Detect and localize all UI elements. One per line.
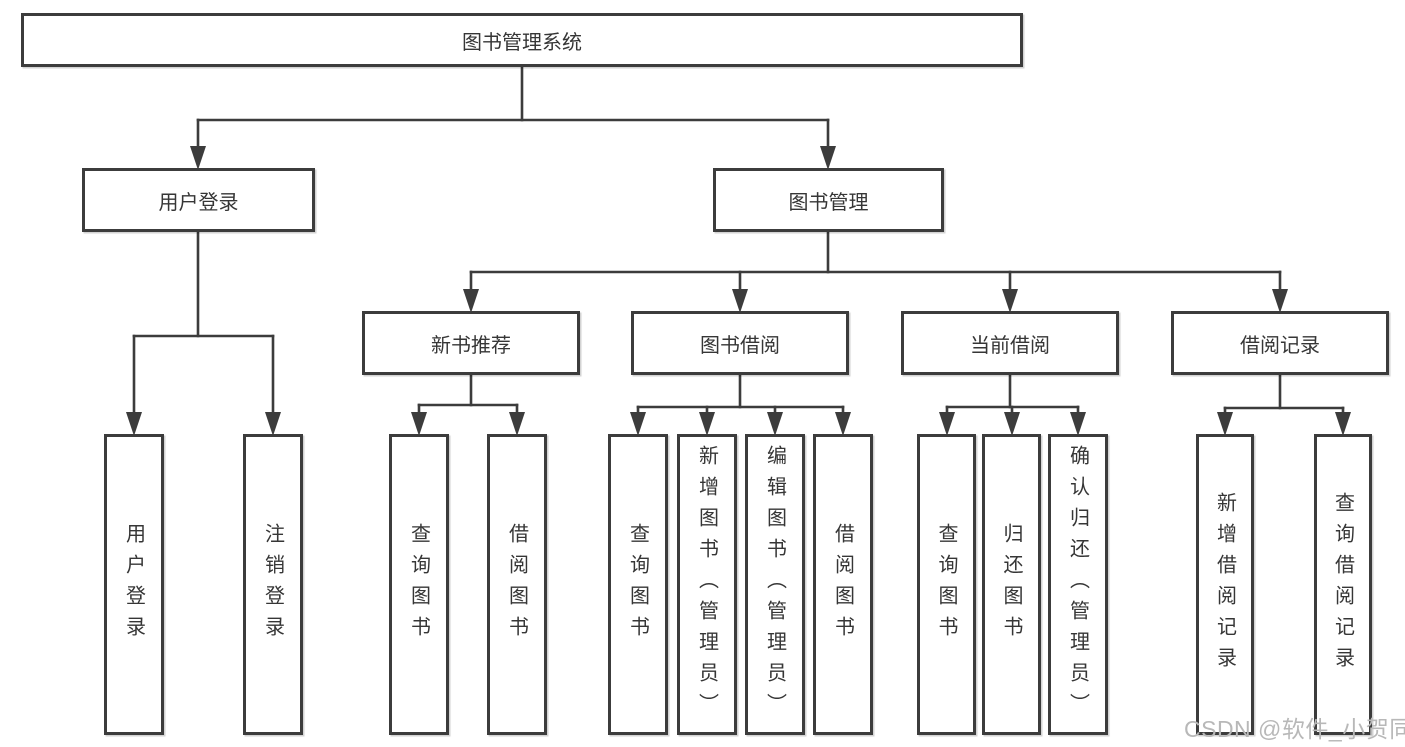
leaf-query-books-recommend-label: 查询图书	[407, 522, 430, 647]
node-user-login-label: 用户登录	[158, 191, 239, 214]
connector-current-borrow	[939, 373, 1086, 436]
arrowhead-down-icon	[1002, 289, 1018, 313]
leaf-edit-books-admin: 编辑图书（管理员）	[745, 434, 805, 735]
arrowhead-down-icon	[630, 412, 646, 436]
connector-book-management	[463, 230, 1288, 313]
arrowhead-down-icon	[699, 412, 715, 436]
node-book-management: 图书管理	[713, 168, 944, 232]
connector-root	[190, 65, 836, 170]
leaf-edit-books-admin-label: 编辑图书（管理员）	[763, 445, 786, 724]
leaf-add-books-admin: 新增图书（管理员）	[677, 434, 737, 735]
node-current-borrowing: 当前借阅	[901, 311, 1119, 375]
node-borrowing-records: 借阅记录	[1171, 311, 1389, 375]
arrowhead-down-icon	[1217, 412, 1233, 436]
node-current-borrowing-label: 当前借阅	[970, 334, 1050, 357]
node-library-management-system: 图书管理系统	[21, 13, 1023, 67]
leaf-query-books-current: 查询图书	[917, 434, 976, 735]
leaf-return-books-label: 归还图书	[1000, 522, 1022, 647]
arrowhead-down-icon	[265, 412, 281, 436]
connector-new-book-rec	[411, 373, 525, 436]
node-book-management-label: 图书管理	[788, 191, 869, 214]
leaf-borrow-books-recommend-label: 借阅图书	[505, 522, 528, 647]
connector-user-login	[126, 230, 281, 436]
leaf-add-books-admin-label: 新增图书（管理员）	[695, 445, 718, 724]
arrowhead-down-icon	[1004, 412, 1020, 436]
node-new-book-recommendation-label: 新书推荐	[431, 334, 511, 357]
node-library-management-system-label: 图书管理系统	[462, 31, 582, 54]
arrowhead-down-icon	[190, 146, 206, 170]
arrowhead-down-icon	[767, 412, 783, 436]
arrowhead-down-icon	[411, 412, 427, 436]
node-user-login: 用户登录	[82, 168, 315, 232]
leaf-logout: 注销登录	[243, 434, 303, 735]
connector-book-borrowing	[630, 373, 851, 436]
leaf-return-books: 归还图书	[982, 434, 1041, 735]
arrowhead-down-icon	[1070, 412, 1086, 436]
arrowhead-down-icon	[939, 412, 955, 436]
leaf-query-books-borrow-label: 查询图书	[626, 522, 649, 647]
watermark-text: CSDN @软件_小贺同学	[1184, 716, 1405, 742]
leaf-user-login: 用户登录	[104, 434, 164, 735]
leaf-borrow-books-label: 借阅图书	[831, 522, 854, 647]
leaf-borrow-books-recommend: 借阅图书	[487, 434, 547, 735]
arrowhead-down-icon	[835, 412, 851, 436]
leaf-query-books-current-label: 查询图书	[935, 522, 957, 647]
node-book-borrowing-label: 图书借阅	[700, 334, 780, 357]
leaf-query-books-recommend: 查询图书	[389, 434, 449, 735]
connector-borrow-records	[1217, 373, 1351, 436]
leaf-confirm-return-admin-label: 确认归还（管理员）	[1066, 445, 1089, 724]
arrowhead-down-icon	[820, 146, 836, 170]
leaf-add-borrow-record-label: 新增借阅记录	[1213, 491, 1236, 678]
leaf-confirm-return-admin: 确认归还（管理员）	[1048, 434, 1108, 735]
arrowhead-down-icon	[1272, 289, 1288, 313]
leaf-query-books-borrow: 查询图书	[608, 434, 668, 735]
arrowhead-down-icon	[509, 412, 525, 436]
node-new-book-recommendation: 新书推荐	[362, 311, 580, 375]
leaf-borrow-books: 借阅图书	[813, 434, 873, 735]
node-borrowing-records-label: 借阅记录	[1240, 334, 1320, 357]
arrowhead-down-icon	[732, 289, 748, 313]
arrowhead-down-icon	[126, 412, 142, 436]
node-book-borrowing: 图书借阅	[631, 311, 849, 375]
leaf-query-borrow-record-label: 查询借阅记录	[1331, 491, 1354, 678]
arrowhead-down-icon	[463, 289, 479, 313]
leaf-logout-label: 注销登录	[261, 522, 284, 647]
leaf-add-borrow-record: 新增借阅记录	[1196, 434, 1254, 735]
leaf-query-borrow-record: 查询借阅记录	[1314, 434, 1372, 735]
leaf-user-login-label: 用户登录	[122, 522, 145, 647]
arrowhead-down-icon	[1335, 412, 1351, 436]
